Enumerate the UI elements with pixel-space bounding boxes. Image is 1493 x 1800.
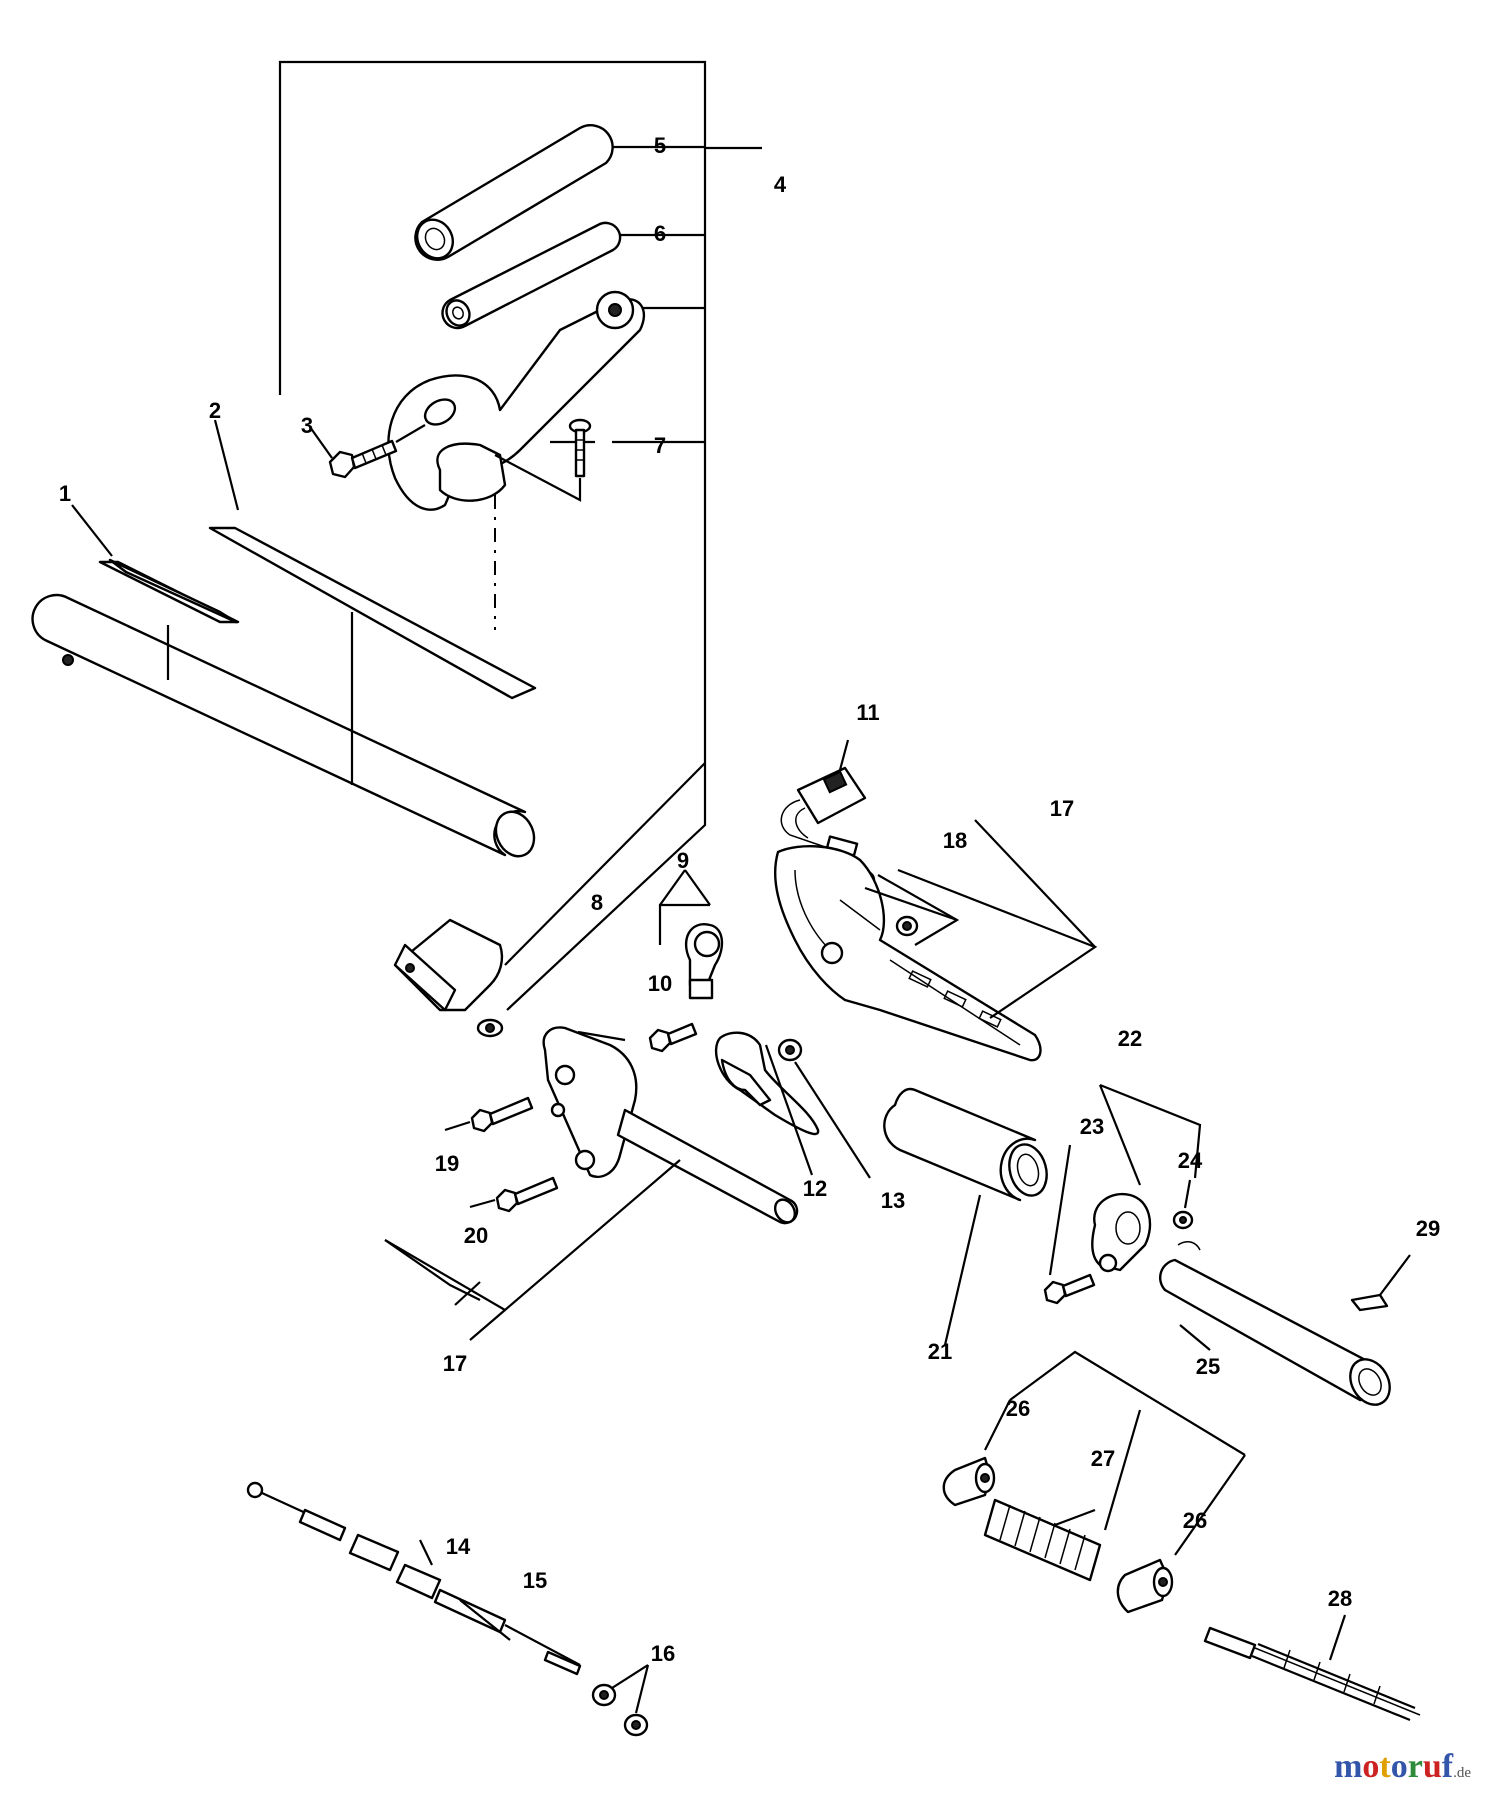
part-6-grip [441, 221, 622, 330]
callout-24: 24 [1178, 1148, 1203, 1173]
watermark-logo: motoruf.de [1334, 1748, 1471, 1786]
callout-28: 28 [1328, 1586, 1352, 1611]
callout-16: 16 [651, 1641, 675, 1666]
loop-handle [387, 290, 646, 511]
part-27-shaft [983, 1498, 1102, 1582]
part-21-grip [883, 1087, 1048, 1202]
callout-17-lower: 17 [443, 1351, 467, 1376]
part-3-bolt [309, 424, 426, 479]
callout-13: 13 [881, 1188, 905, 1213]
part-23-bolt [1043, 1273, 1096, 1305]
part-2-decal [208, 419, 537, 700]
callout-4: 4 [774, 172, 787, 197]
callout-6: 6 [654, 221, 666, 246]
part-10-bolt [648, 1022, 698, 1053]
callout-21: 21 [928, 1339, 952, 1364]
callout-9: 9 [677, 848, 689, 873]
callout-14: 14 [446, 1534, 471, 1559]
part-24-nut [1172, 1210, 1194, 1230]
callout-1: 1 [59, 481, 71, 506]
watermark-letter: o [1362, 1748, 1380, 1785]
part-26-coupler-b [1116, 1558, 1174, 1614]
part-5-grip [414, 124, 614, 261]
part-16-nuts [591, 1683, 649, 1737]
callout-2: 2 [209, 398, 221, 423]
callout-5: 5 [654, 133, 666, 158]
part-7-bolt [494, 418, 592, 630]
watermark-letter: f [1441, 1748, 1454, 1785]
part-22-clamp [1091, 1192, 1152, 1273]
callout-18: 18 [943, 828, 967, 853]
watermark-letter: o [1390, 1748, 1408, 1785]
callout-7: 7 [654, 433, 666, 458]
callout-17-upper: 17 [1050, 796, 1074, 821]
callout-10: 10 [648, 971, 672, 996]
part-9-clamp [658, 869, 724, 1000]
part-28-drive-shaft [1203, 1626, 1421, 1722]
watermark-suffix: .de [1453, 1765, 1471, 1781]
callout-11: 11 [856, 700, 879, 725]
part-19-bolt [470, 1096, 534, 1133]
part-25-tube [1158, 1240, 1391, 1406]
leader-lines [384, 739, 1411, 1714]
group-4-bracket [278, 60, 762, 1011]
part-17-handle-housing-lower [542, 1026, 799, 1225]
callout-26-b: 26 [1183, 1508, 1207, 1533]
part-20-bolt [495, 1176, 559, 1213]
watermark-letter: t [1379, 1748, 1391, 1785]
part-17-handle-housing-upper [774, 844, 1042, 1062]
callout-8: 8 [591, 890, 603, 915]
main-shaft [31, 593, 536, 858]
callout-15: 15 [523, 1568, 547, 1593]
part-12-lever [714, 1031, 820, 1136]
part-13-nut [777, 1038, 803, 1062]
part-26-coupler-a [942, 1456, 996, 1507]
callout-27: 27 [1091, 1446, 1115, 1471]
callout-22: 22 [1118, 1026, 1142, 1051]
callout-29: 29 [1416, 1216, 1440, 1241]
callout-12: 12 [803, 1176, 827, 1201]
callout-23: 23 [1080, 1114, 1104, 1139]
callout-20: 20 [464, 1223, 488, 1248]
callout-labels: 1 2 3 4 5 6 7 8 9 10 11 12 13 14 15 16 1… [59, 133, 1440, 1666]
part-29-decal [1350, 1293, 1389, 1312]
part-11-switch [780, 766, 867, 857]
callout-26-a: 26 [1006, 1396, 1030, 1421]
callout-19: 19 [435, 1151, 459, 1176]
watermark-letter: m [1334, 1748, 1363, 1785]
callout-25: 25 [1196, 1354, 1220, 1379]
watermark-letter: r [1407, 1748, 1423, 1785]
callout-3: 3 [301, 413, 313, 438]
lower-clamp [393, 918, 504, 1038]
watermark-letter: u [1422, 1748, 1442, 1785]
part-1-decal [71, 504, 240, 624]
watermark-letters: motoruf [1334, 1748, 1453, 1785]
